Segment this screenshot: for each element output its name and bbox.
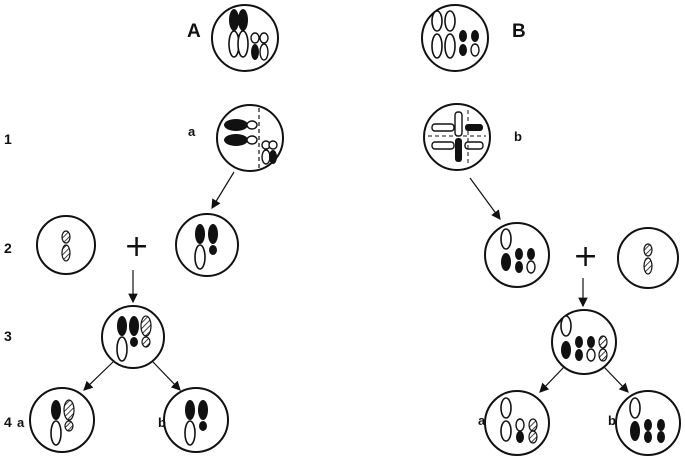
cell-label-a-row1: a	[188, 124, 196, 139]
arrow-b-3-to-4b	[603, 366, 629, 393]
arrow-b-1-to-2	[469, 177, 501, 220]
cell-label-a-row4-left: a	[17, 415, 25, 430]
cell-a-row4-right	[163, 387, 229, 453]
cell-b-row4-left	[484, 390, 550, 456]
cell-label-b-row4-right: b	[608, 413, 616, 428]
cell-b-row1	[423, 103, 491, 171]
plus-sign-a: +	[124, 229, 150, 264]
row-label-1: 1	[4, 131, 12, 147]
cell-b-row4-right	[615, 390, 681, 456]
cell-b-row2-gamete-hatched	[617, 227, 679, 289]
row-label-4: 4	[4, 414, 12, 430]
arrow-a-1-to-2	[211, 171, 235, 210]
cell-a-row2-gamete-hatched	[36, 215, 96, 275]
cell-b-top	[421, 4, 489, 72]
cell-a-top	[211, 4, 279, 72]
panel-title-a: A	[187, 21, 201, 42]
cell-b-row2-gamete	[484, 222, 550, 288]
arrow-a-3-to-4a	[83, 361, 114, 391]
arrow-b-3-to-4a	[539, 366, 565, 393]
arrow-a-3-to-4b	[152, 361, 181, 391]
cell-a-row3-zygote	[101, 305, 165, 369]
cell-label-b-row1: b	[514, 129, 522, 144]
cell-a-row2-gamete	[175, 213, 239, 277]
cell-a-row4-left	[29, 387, 95, 453]
cell-label-a-row4-right: b	[158, 415, 166, 430]
row-label-3: 3	[4, 328, 12, 344]
row-label-2: 2	[4, 240, 12, 256]
cell-a-row1	[216, 104, 284, 172]
panel-title-b: B	[512, 21, 526, 42]
plus-sign-b: +	[573, 239, 599, 274]
cell-label-b-row4-left: a	[478, 413, 486, 428]
cell-b-row3-zygote	[551, 309, 617, 375]
